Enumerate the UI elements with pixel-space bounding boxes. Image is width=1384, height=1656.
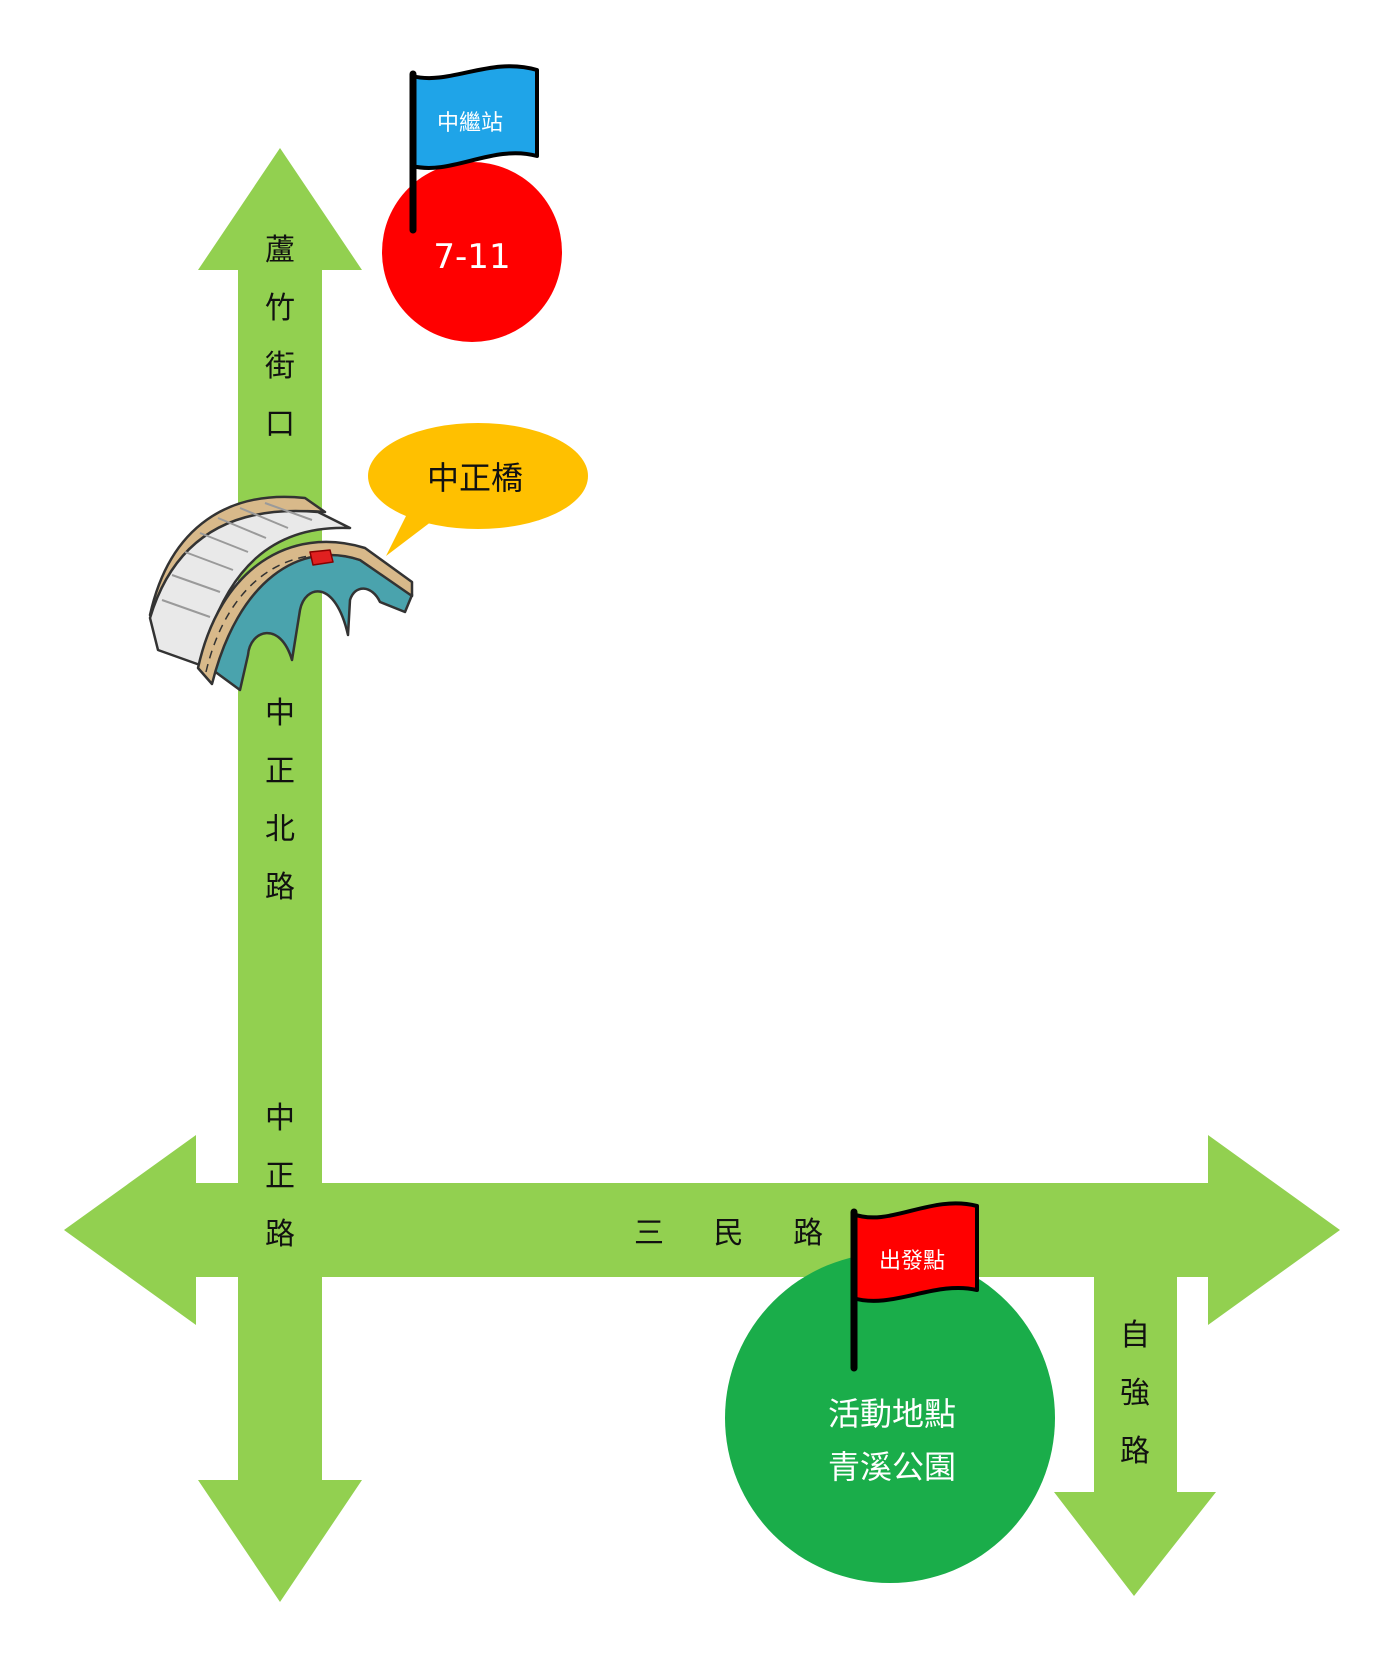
road-label-sanmin: 三 民 路 [634, 1216, 843, 1251]
arch-bridge-icon [148, 495, 414, 692]
start-flag-label: 出發點 [879, 1249, 945, 1274]
horizontal-road [64, 1135, 1340, 1325]
road-label-zhongzheng-north: 中正北路 [265, 696, 295, 905]
road-label-ziqiang: 自強路 [1120, 1318, 1150, 1469]
park-marker-circle [725, 1253, 1055, 1583]
east-branch-road [1054, 1265, 1216, 1596]
relay-flag-banner [410, 64, 539, 170]
park-marker: 活動地點 青溪公園 [725, 1253, 1055, 1583]
start-flag-banner [851, 1201, 979, 1303]
blue-flag-icon: 中繼站 [409, 64, 539, 234]
red-flag-icon: 出發點 [850, 1201, 979, 1372]
road-label-zhongzheng: 中正路 [265, 1101, 295, 1252]
bridge-callout-bubble [368, 423, 588, 529]
store-marker: 7-11 [382, 162, 562, 342]
store-label: 7-11 [433, 237, 510, 277]
road-label-luzhu: 蘆竹街口 [265, 233, 295, 442]
relay-flag-label: 中繼站 [437, 111, 503, 136]
bridge-callout-label: 中正橋 [427, 459, 523, 497]
bridge-callout: 中正橋 [368, 423, 588, 556]
store-marker-circle [382, 162, 562, 342]
park-label-line2: 青溪公園 [828, 1448, 956, 1486]
park-label-line1: 活動地點 [828, 1395, 956, 1433]
